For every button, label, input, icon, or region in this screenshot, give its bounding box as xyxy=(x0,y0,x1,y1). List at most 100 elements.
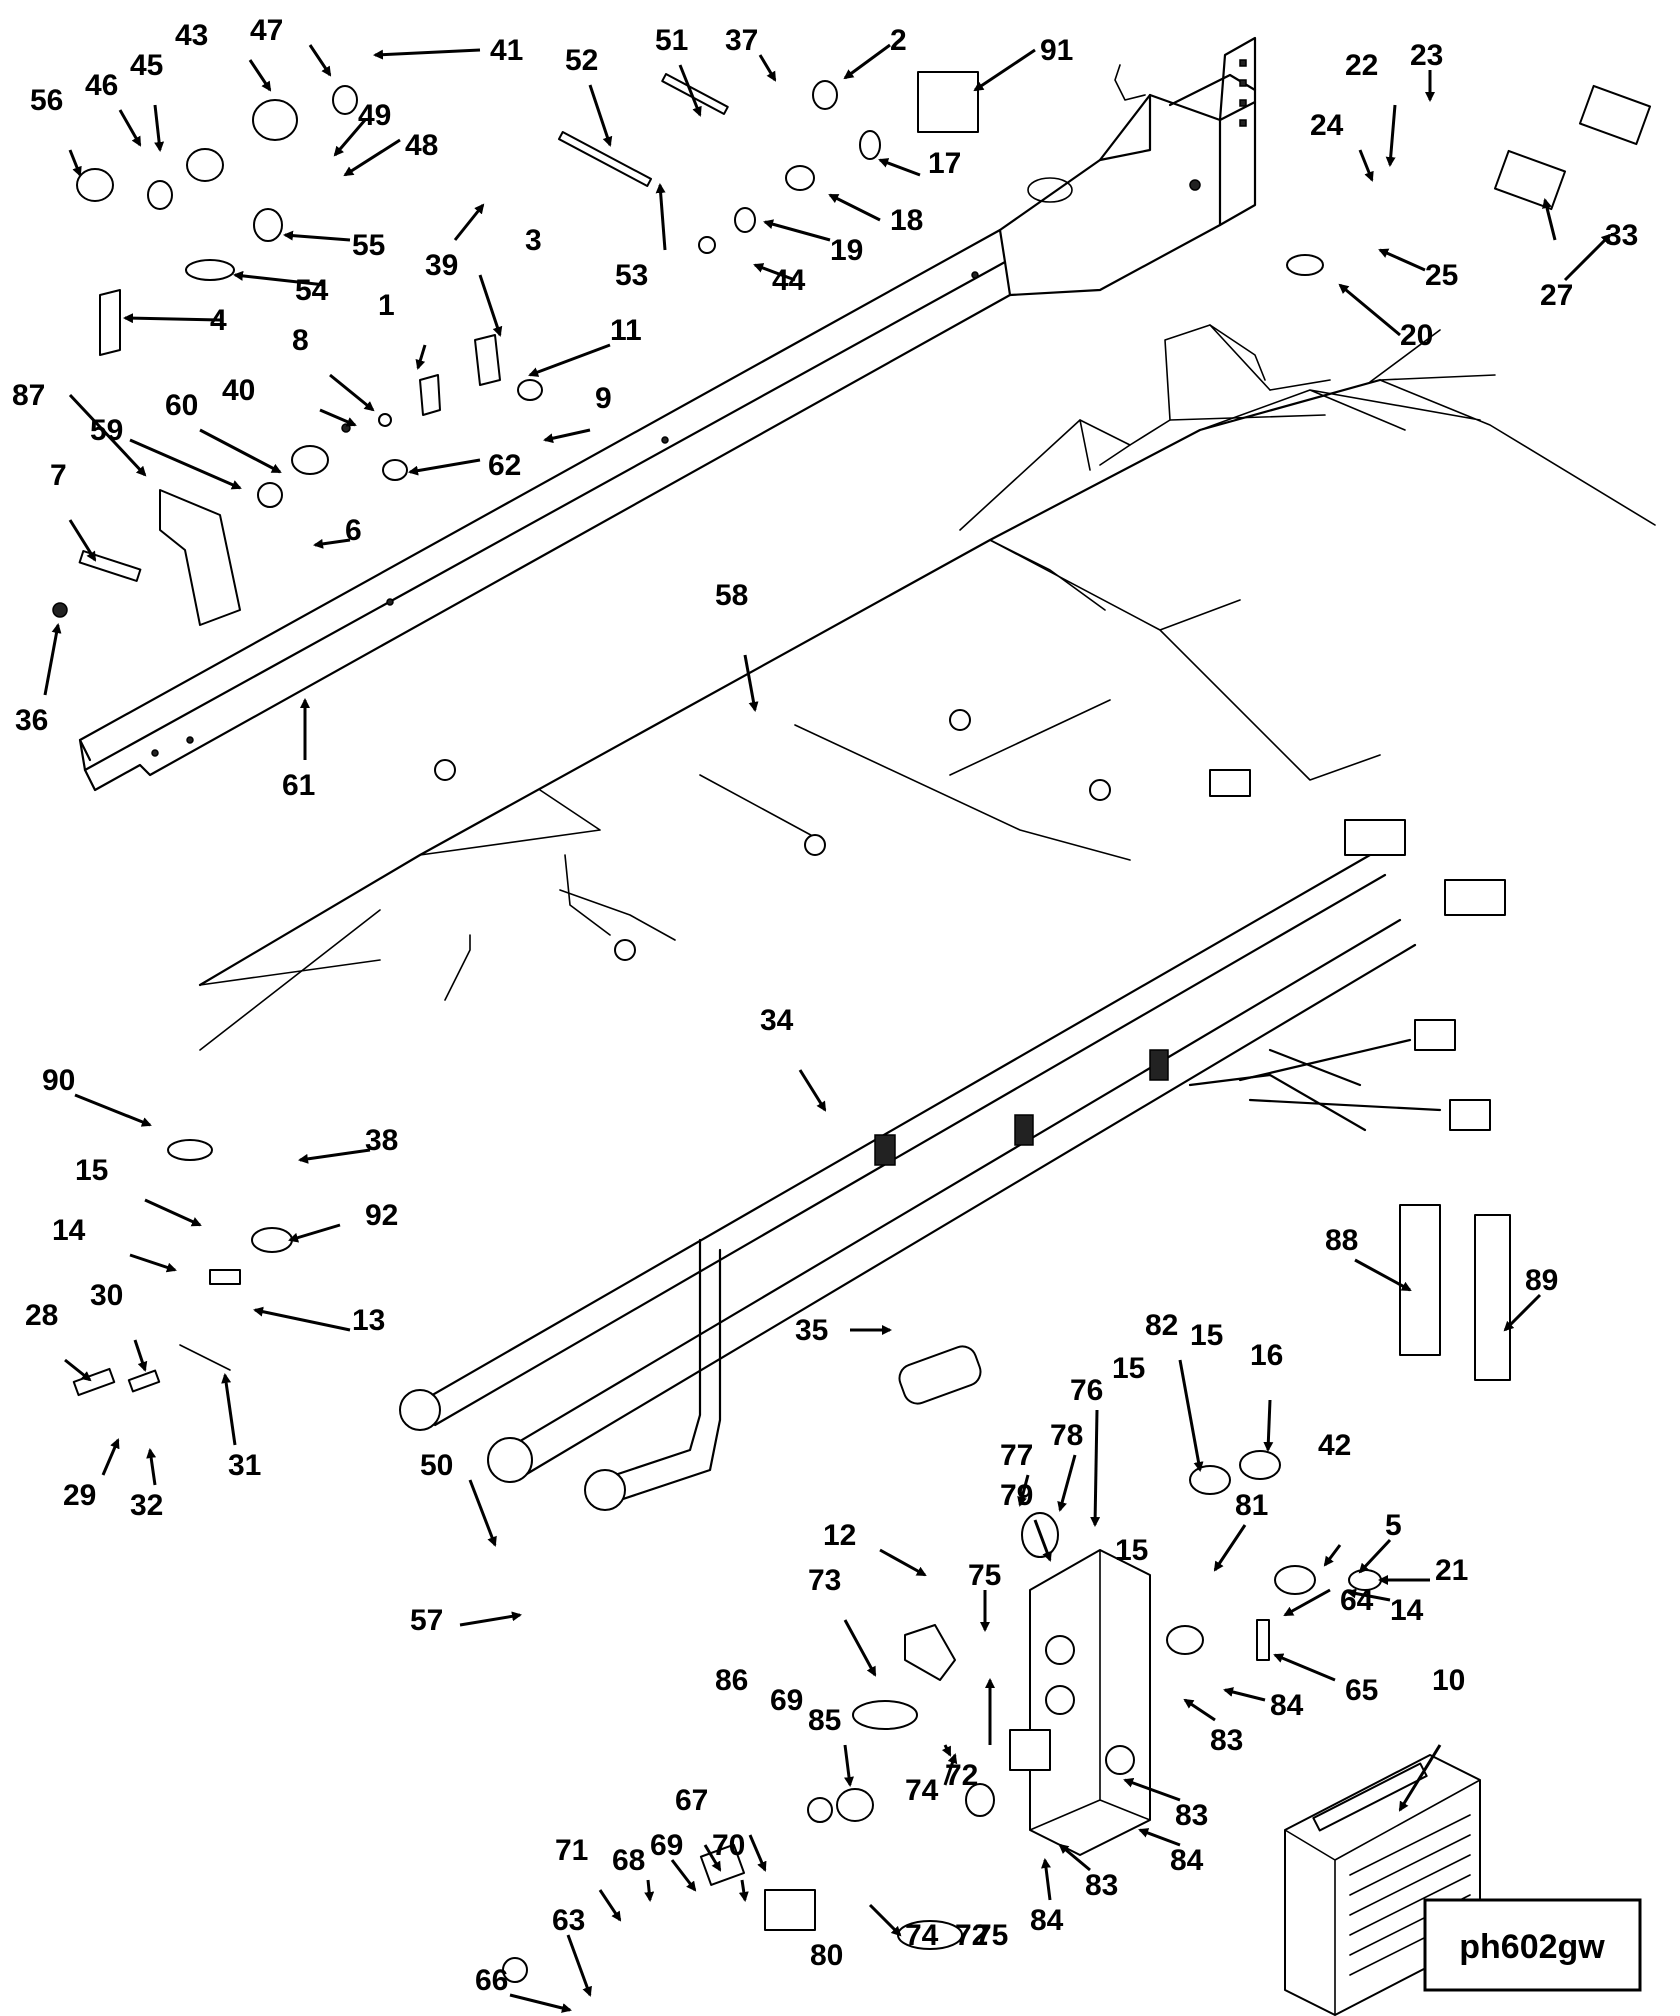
callout-91: 91 xyxy=(1040,34,1073,67)
callout-75a: 75 xyxy=(968,1559,1001,1592)
small-parts xyxy=(52,71,1652,626)
callout-25: 25 xyxy=(1425,259,1458,292)
callout-83c: 83 xyxy=(1085,1869,1118,1902)
callout-28: 28 xyxy=(25,1299,58,1332)
callout-77: 77 xyxy=(1000,1439,1033,1472)
callout-13: 13 xyxy=(352,1304,385,1337)
callout-52: 52 xyxy=(565,44,598,77)
callout-20: 20 xyxy=(1400,319,1433,352)
callout-89: 89 xyxy=(1525,1264,1558,1297)
callout-55: 55 xyxy=(352,229,385,262)
callout-23: 23 xyxy=(1410,39,1443,72)
callout-83a: 83 xyxy=(1175,1799,1208,1832)
callout-47: 47 xyxy=(250,14,283,47)
callout-22: 22 xyxy=(1345,49,1378,82)
callout-53: 53 xyxy=(615,259,648,292)
callout-76: 76 xyxy=(1070,1374,1103,1407)
callout-15d: 15 xyxy=(1115,1534,1148,1567)
callout-66: 66 xyxy=(475,1964,508,1997)
callout-37: 37 xyxy=(725,24,758,57)
callout-16: 16 xyxy=(1250,1339,1283,1372)
callout-15a: 15 xyxy=(75,1154,108,1187)
callout-41: 41 xyxy=(490,34,523,67)
callout-81: 81 xyxy=(1235,1489,1268,1522)
callout-51: 51 xyxy=(655,24,688,57)
callout-4: 4 xyxy=(210,304,227,337)
callout-83b: 83 xyxy=(1210,1724,1243,1757)
drawing-id-stamp: ph602gw xyxy=(1423,1898,1642,1992)
callout-61: 61 xyxy=(282,769,315,802)
callout-48: 48 xyxy=(405,129,438,162)
callout-17: 17 xyxy=(928,147,961,180)
callout-67: 67 xyxy=(675,1784,708,1817)
callout-74a: 74 xyxy=(905,1774,939,1807)
callout-86: 86 xyxy=(715,1664,748,1697)
callout-59: 59 xyxy=(90,414,123,447)
leader-lines xyxy=(43,43,1612,2013)
callout-3: 3 xyxy=(525,224,542,257)
callout-15b: 15 xyxy=(1112,1352,1145,1385)
callout-31: 31 xyxy=(228,1449,261,1482)
callout-90: 90 xyxy=(42,1064,75,1097)
callout-50: 50 xyxy=(420,1449,453,1482)
drawing-id-text: ph602gw xyxy=(1459,1928,1605,1966)
callout-87: 87 xyxy=(12,379,45,412)
callout-27: 27 xyxy=(1540,279,1573,312)
callout-12: 12 xyxy=(823,1519,856,1552)
callout-58: 58 xyxy=(715,579,748,612)
callout-39: 39 xyxy=(425,249,458,282)
callout-79: 79 xyxy=(1000,1479,1033,1512)
callout-69a: 69 xyxy=(650,1829,683,1862)
callout-84c: 84 xyxy=(1030,1904,1064,1937)
callout-71: 71 xyxy=(555,1834,588,1867)
callout-45: 45 xyxy=(130,49,163,82)
callout-57: 57 xyxy=(410,1604,443,1637)
callout-9: 9 xyxy=(595,382,612,415)
callout-46: 46 xyxy=(85,69,118,102)
callout-72b: 72 xyxy=(955,1919,988,1952)
callout-64: 64 xyxy=(1340,1584,1374,1617)
callout-82: 82 xyxy=(1145,1309,1178,1342)
wire-harness xyxy=(198,324,1656,1051)
callout-70: 70 xyxy=(712,1829,745,1862)
callout-7: 7 xyxy=(50,459,67,492)
callout-80: 80 xyxy=(810,1939,843,1972)
callout-38: 38 xyxy=(365,1124,398,1157)
callout-19: 19 xyxy=(830,234,863,267)
callout-11: 11 xyxy=(610,314,642,347)
callout-69b: 69 xyxy=(770,1684,803,1717)
left-side-parts xyxy=(72,1139,1511,1405)
frame-rail xyxy=(78,36,1257,792)
callout-6: 6 xyxy=(345,514,362,547)
callout-54: 54 xyxy=(295,274,329,307)
callout-75b: 75 xyxy=(975,1919,1008,1952)
callout-14b: 14 xyxy=(1390,1594,1424,1627)
callout-84b: 84 xyxy=(1170,1844,1204,1877)
callout-68: 68 xyxy=(612,1844,645,1877)
callout-92: 92 xyxy=(365,1199,398,1232)
callout-72a: 72 xyxy=(945,1759,978,1792)
callout-56: 56 xyxy=(30,84,63,117)
callout-33: 33 xyxy=(1605,219,1638,252)
callout-63: 63 xyxy=(552,1904,585,1937)
callout-30: 30 xyxy=(90,1279,123,1312)
callout-24: 24 xyxy=(1310,109,1344,142)
callout-21: 21 xyxy=(1435,1554,1468,1587)
callout-14a: 14 xyxy=(52,1214,86,1247)
callout-49: 49 xyxy=(358,99,391,132)
callout-62: 62 xyxy=(488,449,521,482)
callout-78: 78 xyxy=(1050,1419,1083,1452)
callout-5: 5 xyxy=(1385,1509,1402,1542)
callout-36: 36 xyxy=(15,704,48,737)
callout-42: 42 xyxy=(1318,1429,1351,1462)
callout-18: 18 xyxy=(890,204,923,237)
callout-73: 73 xyxy=(808,1564,841,1597)
callout-labels: 1 2 3 4 5 6 7 8 9 10 11 12 13 14 14 15 1… xyxy=(12,14,1638,1997)
main-cable xyxy=(399,819,1506,1511)
callout-85: 85 xyxy=(808,1704,841,1737)
callout-40: 40 xyxy=(222,374,255,407)
callout-15c: 15 xyxy=(1190,1319,1223,1352)
callout-8: 8 xyxy=(292,324,309,357)
